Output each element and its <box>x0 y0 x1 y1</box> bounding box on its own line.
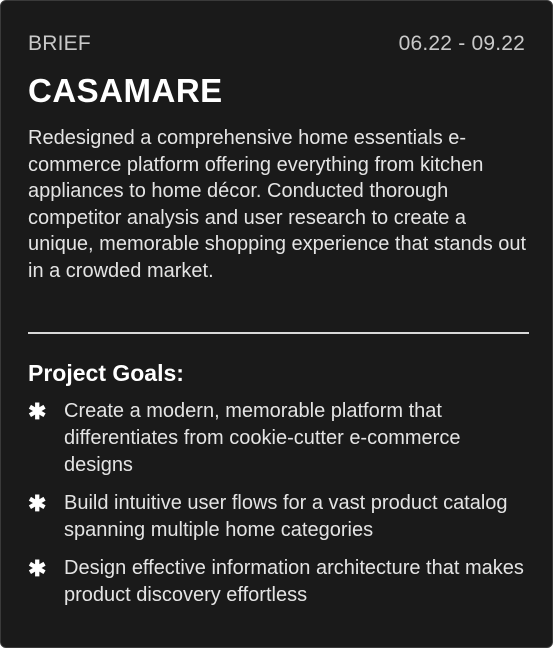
goal-item: ✱ Create a modern, memorable platform th… <box>28 398 528 479</box>
date-range: 06.22 - 09.22 <box>398 32 525 55</box>
asterisk-icon: ✱ <box>28 399 47 424</box>
goals-heading: Project Goals: <box>28 360 184 386</box>
asterisk-icon: ✱ <box>28 491 47 516</box>
goal-text: Create a modern, memorable platform that… <box>64 400 461 476</box>
asterisk-icon: ✱ <box>28 556 47 581</box>
goal-item: ✱ Build intuitive user flows for a vast … <box>28 490 528 544</box>
project-description: Redesigned a comprehensive home essentia… <box>28 127 527 282</box>
brief-header: BRIEF 06.22 - 09.22 <box>28 31 525 57</box>
goal-text: Design effective information architectur… <box>64 557 524 606</box>
goal-item: ✱ Design effective information architect… <box>28 555 528 609</box>
divider <box>28 332 529 334</box>
goal-text: Build intuitive user flows for a vast pr… <box>64 492 508 541</box>
goals-list: ✱ Create a modern, memorable platform th… <box>28 398 528 620</box>
brief-label: BRIEF <box>28 32 91 55</box>
project-title: CASAMARE <box>28 72 223 109</box>
